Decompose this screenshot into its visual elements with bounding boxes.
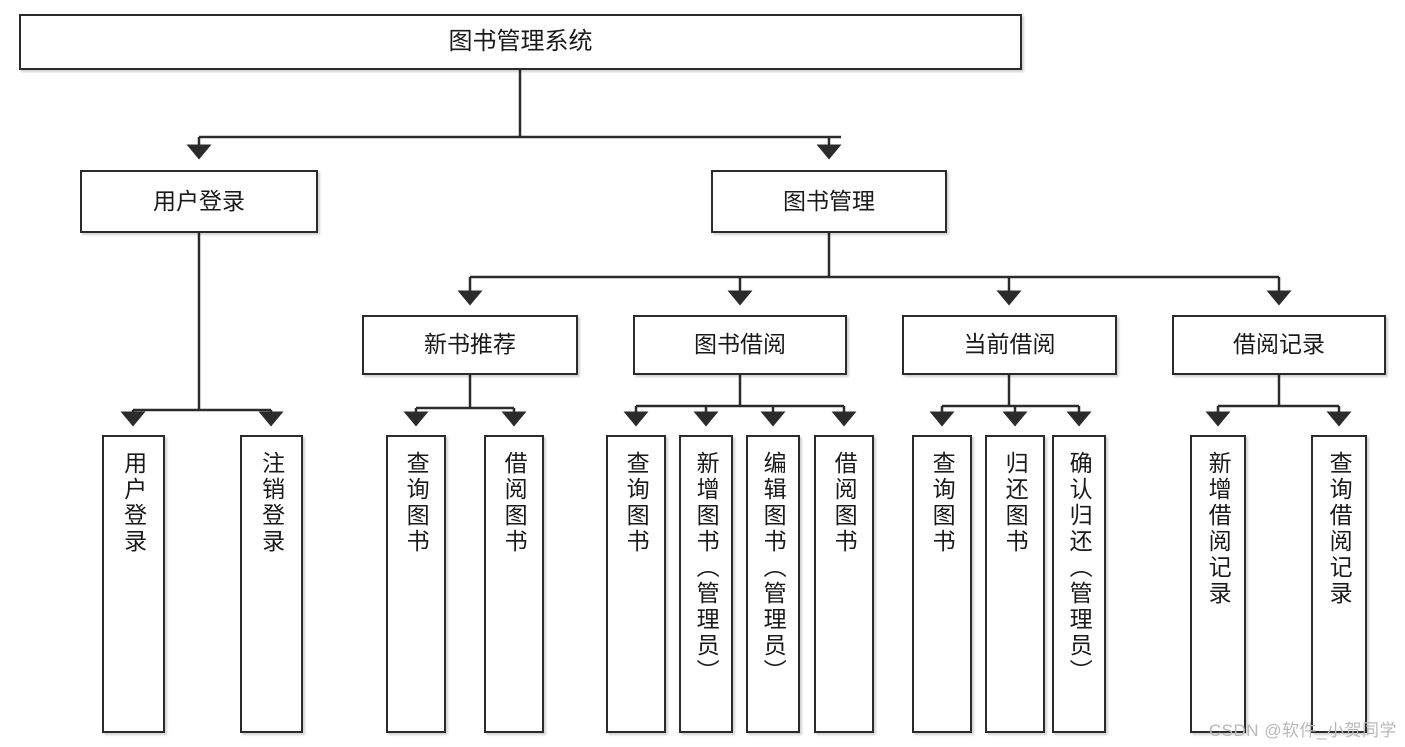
- node-current-borrow[interactable]: 当前借阅: [902, 315, 1117, 375]
- node-leaf-return-book[interactable]: 归还图书: [985, 435, 1045, 733]
- node-leaf-confirm-return-admin[interactable]: 确认归还（管理员）: [1052, 435, 1106, 733]
- node-new-book-recommend[interactable]: 新书推荐: [362, 315, 578, 375]
- node-leaf-borrow-book-2[interactable]: 借阅图书: [814, 435, 874, 733]
- node-current-borrow-label: 当前借阅: [963, 331, 1056, 358]
- node-book-management[interactable]: 图书管理: [711, 170, 947, 233]
- node-book-borrow-label: 图书借阅: [694, 331, 786, 358]
- node-leaf-user-login-label: 用户登录: [120, 451, 147, 555]
- node-leaf-logout-login[interactable]: 注销登录: [240, 435, 303, 733]
- node-root-label: 图书管理系统: [448, 27, 593, 55]
- node-user-login[interactable]: 用户登录: [80, 170, 318, 233]
- csdn-watermark: CSDN @软件_小贺同学: [1208, 721, 1397, 740]
- node-leaf-borrow-book-2-label: 借阅图书: [831, 451, 858, 555]
- node-user-login-label: 用户登录: [153, 187, 245, 214]
- node-leaf-query-book-2[interactable]: 查询图书: [606, 435, 666, 733]
- node-borrow-record-label: 借阅记录: [1233, 331, 1325, 358]
- node-new-book-recommend-label: 新书推荐: [424, 331, 516, 358]
- node-leaf-add-book-admin[interactable]: 新增图书（管理员）: [679, 435, 733, 733]
- node-leaf-edit-book-admin-label: 编辑图书（管理员）: [760, 451, 787, 685]
- node-leaf-query-borrow-record-label: 查询借阅记录: [1326, 451, 1353, 607]
- node-leaf-logout-login-label: 注销登录: [258, 451, 285, 555]
- node-leaf-add-book-admin-label: 新增图书（管理员）: [693, 451, 720, 685]
- node-leaf-query-book-2-label: 查询图书: [623, 451, 650, 555]
- node-leaf-query-book-1-label: 查询图书: [403, 451, 430, 555]
- node-leaf-return-book-label: 归还图书: [1002, 451, 1029, 555]
- node-leaf-query-book-3-label: 查询图书: [929, 451, 956, 555]
- node-leaf-query-borrow-record[interactable]: 查询借阅记录: [1311, 435, 1367, 733]
- node-root[interactable]: 图书管理系统: [19, 14, 1022, 70]
- node-borrow-record[interactable]: 借阅记录: [1172, 315, 1386, 375]
- node-book-borrow[interactable]: 图书借阅: [633, 315, 847, 375]
- node-leaf-add-borrow-record-label: 新增借阅记录: [1205, 451, 1232, 607]
- node-leaf-query-book-1[interactable]: 查询图书: [386, 435, 446, 733]
- node-leaf-borrow-book-1[interactable]: 借阅图书: [484, 435, 544, 733]
- node-leaf-user-login[interactable]: 用户登录: [102, 435, 165, 733]
- node-leaf-confirm-return-admin-label: 确认归还（管理员）: [1066, 451, 1093, 685]
- node-leaf-add-borrow-record[interactable]: 新增借阅记录: [1190, 435, 1246, 733]
- node-book-management-label: 图书管理: [783, 187, 875, 214]
- node-leaf-edit-book-admin[interactable]: 编辑图书（管理员）: [746, 435, 800, 733]
- node-leaf-query-book-3[interactable]: 查询图书: [912, 435, 972, 733]
- node-leaf-borrow-book-1-label: 借阅图书: [501, 451, 528, 555]
